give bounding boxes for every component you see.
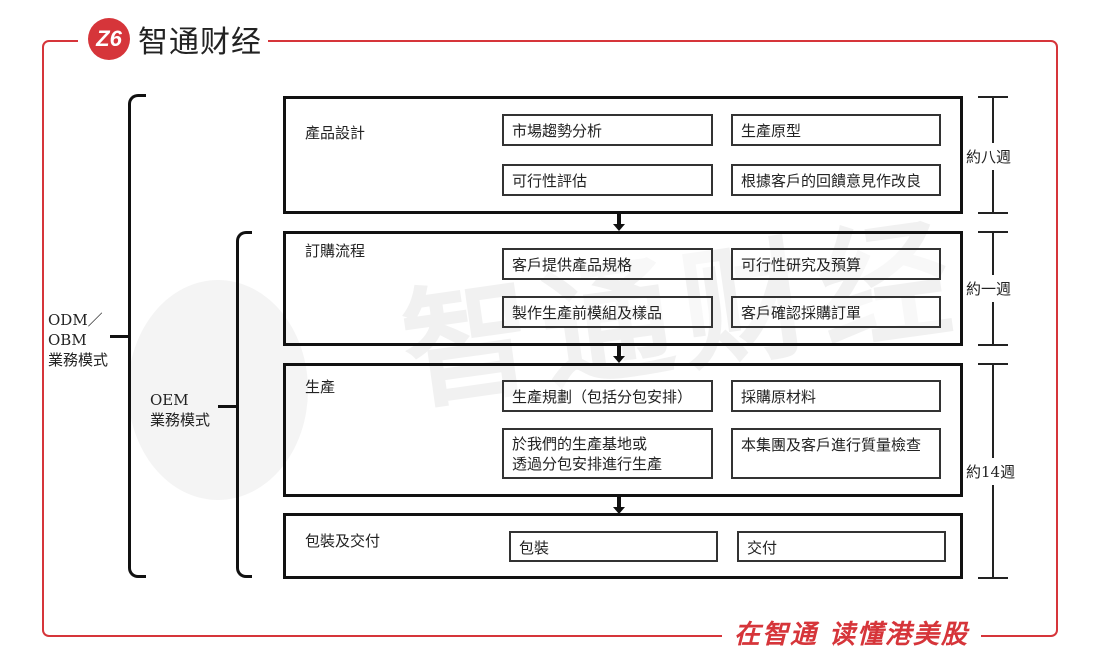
stage-production	[283, 363, 963, 497]
duration-label: 約八週	[966, 143, 1012, 170]
oem-bracket	[236, 231, 252, 578]
odm-label: ODM／ OBM 業務模式	[48, 311, 109, 369]
step-box: 製作生產前模組及樣品	[502, 296, 713, 328]
stage-label: 訂購流程	[305, 242, 366, 260]
logo-text: 智通财经	[138, 25, 262, 60]
step-box: 本集團及客戶進行質量檢查	[731, 428, 941, 479]
stage-label: 產品設計	[305, 124, 366, 142]
down-arrow-icon	[613, 214, 625, 231]
down-arrow-icon	[613, 346, 625, 363]
outer-frame	[42, 40, 1058, 637]
step-box: 可行性研究及預算	[731, 248, 941, 280]
stage-product-design	[283, 96, 963, 214]
stage-label: 生產	[305, 378, 336, 396]
logo-mark-icon: Z6	[88, 18, 130, 60]
stage-packaging-delivery	[283, 513, 963, 579]
step-box: 於我們的生產基地或 透過分包安排進行生產	[502, 428, 713, 479]
step-box: 可行性評估	[502, 164, 713, 196]
step-box: 交付	[737, 531, 946, 562]
stage-label: 包裝及交付	[305, 532, 381, 550]
oem-bracket-tick	[218, 405, 236, 408]
watermark-logo-icon	[128, 280, 308, 500]
oem-label: OEM 業務模式	[150, 391, 211, 429]
step-box: 客戶提供產品規格	[502, 248, 713, 280]
duration-tick	[978, 577, 1008, 579]
footer-slogan: 在智通 读懂港美股	[722, 614, 982, 651]
duration-label: 約一週	[966, 275, 1012, 302]
odm-bracket	[128, 94, 146, 578]
step-box: 採購原材料	[731, 380, 941, 412]
brand-logo: Z6 智通财经	[78, 14, 268, 64]
duration-tick	[978, 344, 1008, 346]
duration-label: 約14週	[966, 458, 1016, 485]
odm-bracket-tick	[110, 335, 128, 338]
step-box: 包裝	[509, 531, 718, 562]
step-box: 生產規劃（包括分包安排）	[502, 380, 713, 412]
duration-tick	[978, 212, 1008, 214]
step-box: 生產原型	[731, 114, 941, 146]
step-box: 根據客戶的回饋意見作改良	[731, 164, 941, 196]
step-box: 客戶確認採購訂單	[731, 296, 941, 328]
down-arrow-icon	[613, 497, 625, 514]
step-box: 市場趨勢分析	[502, 114, 713, 146]
stage-ordering	[283, 231, 963, 346]
